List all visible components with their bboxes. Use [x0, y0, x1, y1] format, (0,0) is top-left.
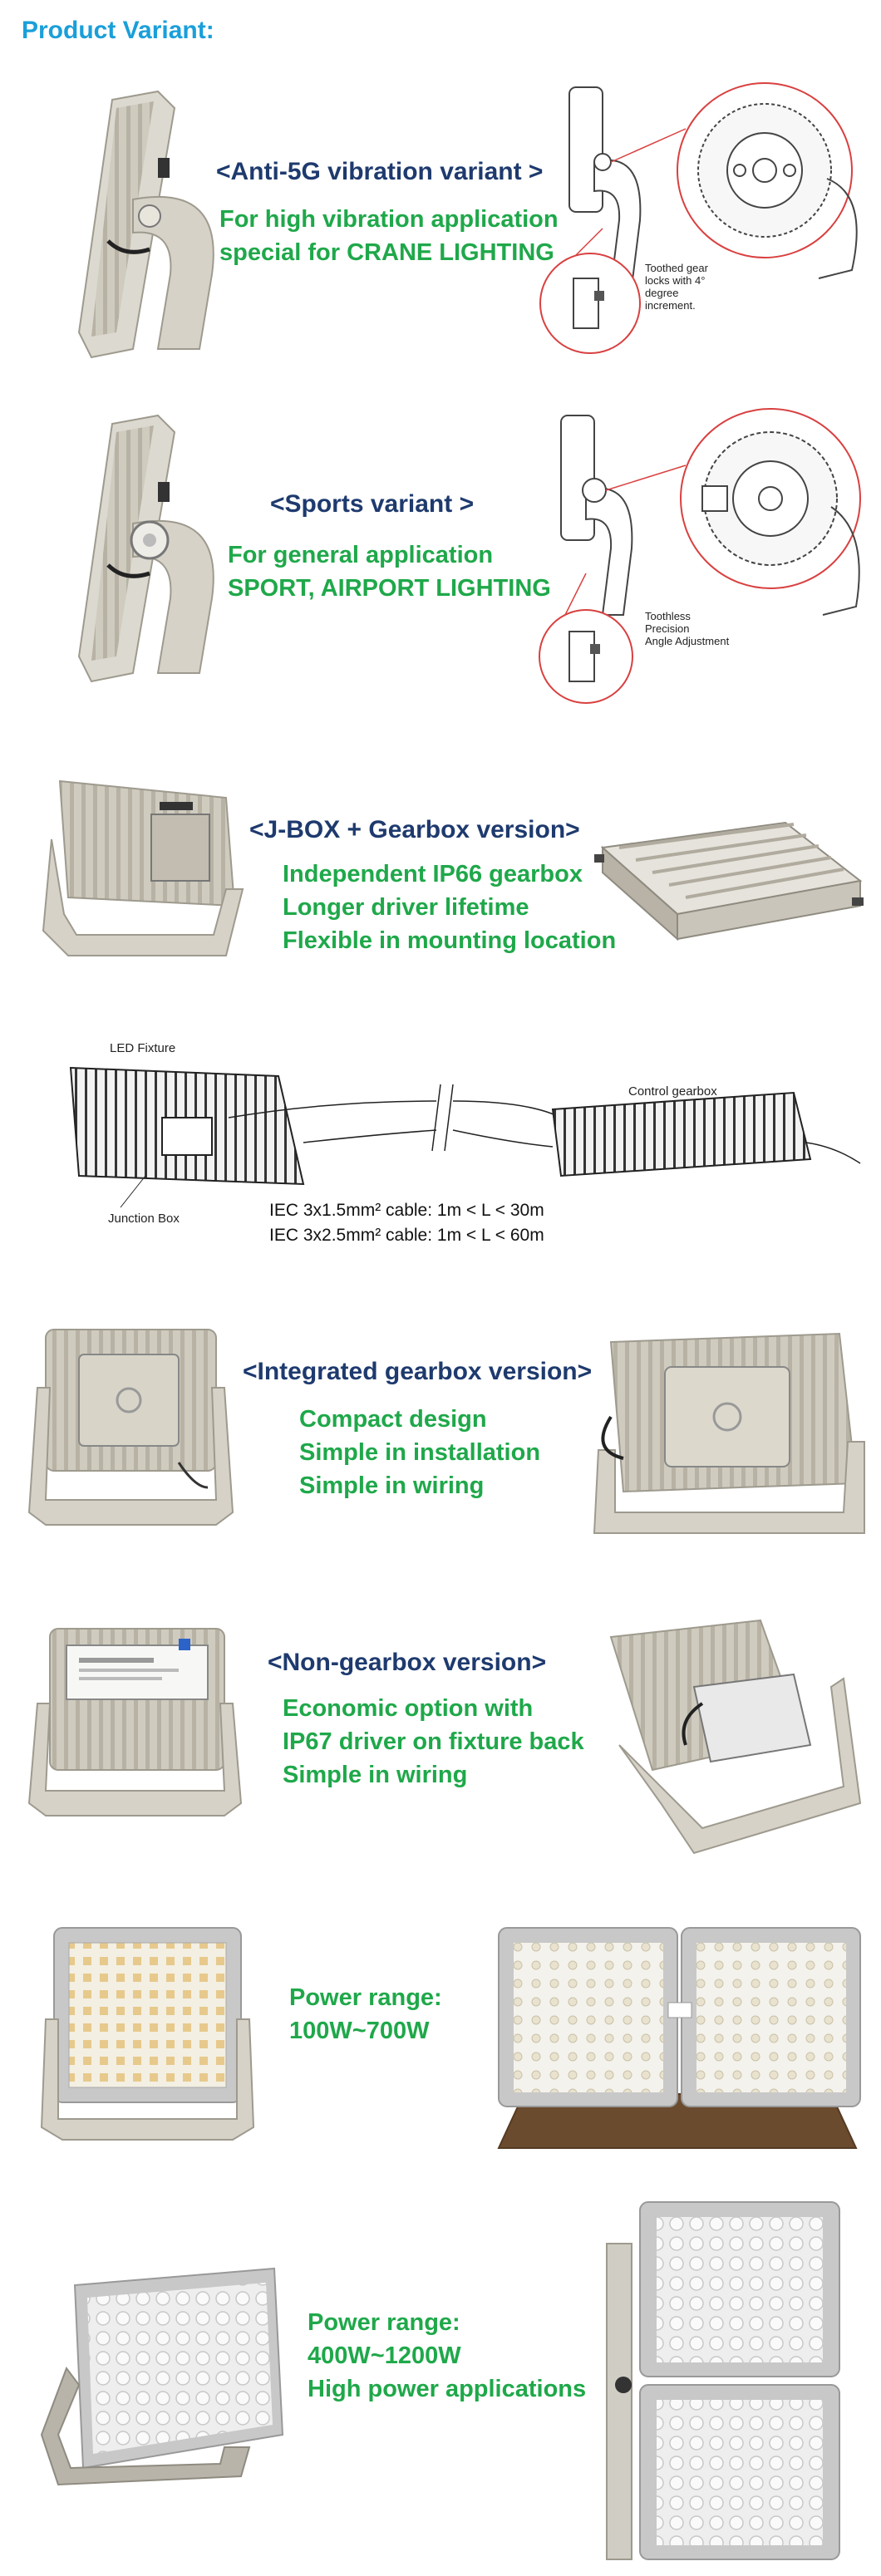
non-gearbox-fixture-angle-image — [609, 1619, 862, 1855]
anti-vibration-fixture-image — [77, 90, 214, 359]
anti-vibration-line-2: special for CRANE LIGHTING — [219, 239, 554, 266]
power-range-value-2: 400W~1200W — [308, 2342, 461, 2369]
integrated-gearbox-fixture-back-image — [27, 1329, 234, 1526]
anti-vibration-line-1: For high vibration application — [219, 206, 559, 233]
sports-title: <Sports variant > — [270, 490, 475, 518]
integrated-line-1: Compact design — [299, 1406, 487, 1433]
toothless-note-line-3: Angle Adjustment — [645, 635, 730, 647]
non-gearbox-line-1: Economic option with — [283, 1695, 534, 1722]
power-range-label-2: Power range: — [308, 2309, 460, 2336]
single-panel-floodlight-image — [40, 1927, 255, 2141]
power-range-note-2: High power applications — [308, 2376, 587, 2402]
stacked-double-floodlight-image — [606, 2201, 840, 2560]
control-gearbox-label: Control gearbox — [628, 1084, 717, 1099]
separate-gearbox-image — [594, 821, 864, 941]
integrated-line-2: Simple in installation — [299, 1439, 541, 1466]
jbox-line-3: Flexible in mounting location — [283, 927, 617, 954]
sports-fixture-image — [77, 414, 214, 683]
toothless-note-line-1: Toothless — [645, 610, 691, 622]
sports-line-1: For general application — [228, 542, 494, 568]
jbox-line-1: Independent IP66 gearbox — [283, 861, 583, 887]
led-fixture-label: LED Fixture — [110, 1041, 176, 1055]
power-range-value-1: 100W~700W — [289, 2018, 430, 2044]
non-gearbox-line-3: Simple in wiring — [283, 1762, 468, 1788]
toothless-note: Toothless Precision Angle Adjustment — [645, 610, 729, 647]
toothed-gear-note-line-2: locks with 4° — [645, 274, 706, 287]
double-panel-floodlight-image — [497, 1927, 861, 2149]
integrated-gearbox-title: <Integrated gearbox version> — [243, 1358, 593, 1385]
toothed-gear-note-line-3: degree — [645, 287, 679, 299]
toothed-gear-note: Toothed gear locks with 4° degree increm… — [645, 262, 708, 312]
toothed-gear-note-line-4: increment. — [645, 299, 696, 312]
integrated-gearbox-fixture-angle-image — [593, 1332, 865, 1534]
non-gearbox-fixture-back-image — [27, 1628, 243, 1816]
jbox-fixture-image — [42, 779, 244, 956]
jbox-title: <J-BOX + Gearbox version> — [249, 816, 580, 843]
non-gearbox-title: <Non-gearbox version> — [268, 1649, 547, 1676]
junction-box-label: Junction Box — [108, 1212, 180, 1226]
power-range-label-1: Power range: — [289, 1984, 442, 2011]
wiring-diagram — [69, 1066, 861, 1208]
toothed-gear-note-line-1: Toothed gear — [645, 262, 708, 274]
sports-line-2: SPORT, AIRPORT LIGHTING — [228, 575, 551, 602]
tilted-floodlight-image — [40, 2267, 284, 2486]
anti-vibration-title: <Anti-5G vibration variant > — [216, 158, 544, 185]
non-gearbox-line-2: IP67 driver on fixture back — [283, 1728, 584, 1755]
jbox-line-2: Longer driver lifetime — [283, 894, 529, 921]
toothless-note-line-2: Precision — [645, 622, 690, 635]
toothed-gear-detail-drawing — [539, 82, 858, 354]
integrated-line-3: Simple in wiring — [299, 1472, 485, 1499]
cable-spec-2: IEC 3x2.5mm² cable: 1m < L < 60m — [269, 1226, 544, 1245]
page-header: Product Variant: — [22, 17, 214, 44]
toothless-adjustment-detail-drawing — [539, 408, 861, 704]
cable-spec-1: IEC 3x1.5mm² cable: 1m < L < 30m — [269, 1201, 544, 1220]
